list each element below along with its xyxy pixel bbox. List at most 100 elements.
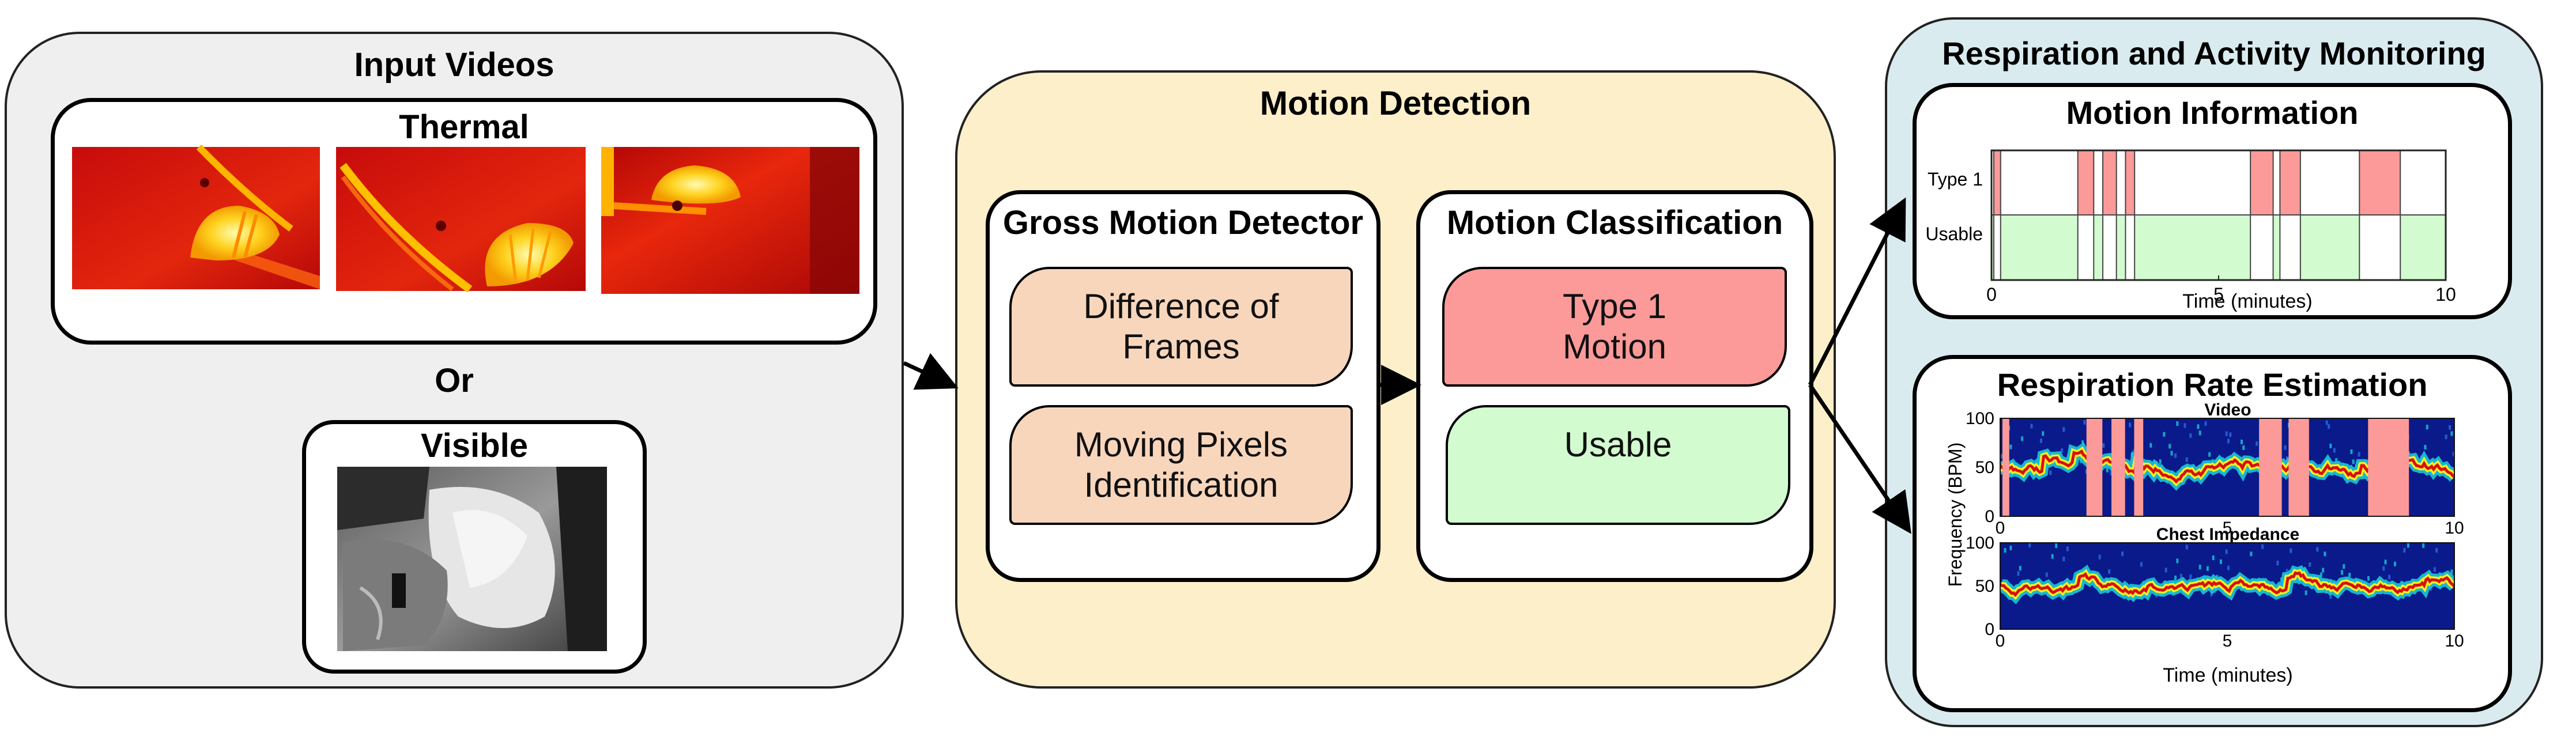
spectrogram-noise	[2309, 562, 2311, 567]
type1-overlay	[2259, 418, 2282, 516]
type1-overlay	[2002, 418, 2009, 516]
type1-overlay	[2288, 418, 2309, 516]
arrow-to-respiration-rate	[1808, 384, 1911, 534]
spectrogram-noise	[2189, 433, 2192, 438]
motion-info-label-usable: Usable	[1925, 224, 1983, 244]
input-videos-title: Input Videos	[354, 46, 555, 84]
type1-overlay	[2134, 418, 2144, 516]
spectrogram-noise	[2062, 427, 2065, 432]
spectrogram-noise	[2219, 559, 2222, 564]
gross-motion-box: Gross Motion Detector Difference of Fram…	[986, 190, 1381, 582]
motion-info-label-type1: Type 1	[1928, 169, 1983, 190]
spectrogram-noise	[2333, 448, 2336, 453]
spectrogram-noise	[2284, 445, 2287, 450]
type1-segment	[2359, 150, 2401, 216]
chest-xtick-label: 0	[1996, 632, 2005, 651]
spectrogram-noise	[2108, 569, 2111, 574]
motion-info-axes-frame	[1990, 149, 2447, 281]
spectrogram-noise	[2132, 449, 2135, 454]
video-ytick-label: 100	[1966, 409, 1994, 428]
spectrogram-noise	[2106, 467, 2109, 472]
motion-detection-title: Motion Detection	[1259, 85, 1532, 122]
spectrogram-noise	[2384, 560, 2387, 565]
spectrogram-noise	[2081, 440, 2084, 445]
spectrogram-noise	[2168, 444, 2171, 449]
spectrogram-noise	[2319, 572, 2322, 577]
rr-xlabel: Time (minutes)	[2163, 664, 2292, 686]
spectrogram-noise	[2039, 438, 2042, 443]
motion-information-box: Motion Information Type 1 Usable Time (m…	[1913, 83, 2512, 319]
spectrogram-noise	[2242, 445, 2245, 450]
motion-detection-panel: Motion Detection Gross Motion Detector D…	[955, 70, 1836, 689]
spectrogram-noise	[2426, 425, 2428, 430]
spectrogram-noise	[2403, 547, 2406, 553]
spectrogram-noise	[2028, 543, 2031, 548]
type1-motion-class: Type 1 Motion	[1442, 267, 1787, 387]
spectrogram-noise	[2305, 590, 2307, 595]
thermal-title: Thermal	[399, 108, 529, 146]
spectrogram-noise	[2009, 444, 2012, 449]
motion-information-title: Motion Information	[2066, 94, 2359, 131]
spectrogram-noise	[2174, 453, 2177, 458]
spectrogram-noise	[2325, 420, 2328, 425]
respiration-ridge	[2000, 571, 2454, 598]
spectrogram-noise	[2083, 419, 2086, 425]
spectrogram-noise	[2352, 459, 2355, 464]
chest-ytick-label: 100	[1966, 534, 1994, 553]
type1-segment	[2250, 150, 2274, 216]
spectrogram-noise	[2393, 561, 2396, 566]
thermal-frame-1	[72, 144, 320, 289]
spectrogram-noise	[2316, 547, 2319, 552]
motion-info-xlabel: Time (minutes)	[2182, 290, 2312, 312]
spectrogram-noise	[2185, 545, 2188, 550]
chest-xtick-label: 5	[2223, 632, 2232, 651]
spectrogram-noise	[2102, 443, 2105, 448]
spectrogram-noise	[2358, 452, 2360, 457]
video-xtick-label: 0	[1996, 519, 2005, 538]
usable-segment	[2400, 214, 2447, 281]
thermal-box: Thermal	[51, 98, 877, 345]
spectrogram-noise	[2225, 549, 2228, 554]
spectrogram-noise	[2009, 545, 2012, 550]
respiration-rate-title: Respiration Rate Estimation	[1997, 366, 2428, 403]
spectrogram-noise	[2322, 568, 2325, 573]
spectrogram-noise	[2149, 443, 2152, 448]
monitoring-title: Respiration and Activity Monitoring	[1942, 35, 2486, 71]
video-ytick-label: 0	[1985, 507, 1994, 526]
spectrogram-noise	[2121, 551, 2124, 557]
spectrogram-noise	[2000, 453, 2002, 459]
type1-motion-label: Type 1 Motion	[1562, 287, 1667, 366]
monitoring-panel: Respiration and Activity Monitoring Moti…	[1885, 17, 2543, 727]
spectrogram-noise	[2324, 551, 2326, 557]
usable-segment	[2000, 214, 2079, 281]
moving-pixels-step: Moving Pixels Identification	[1009, 405, 1353, 525]
chest-subplot-title: Chest Impedance	[2156, 525, 2299, 544]
spectrogram-noise	[2198, 430, 2201, 436]
spectrogram-noise	[2229, 432, 2232, 437]
spectrogram-noise	[2208, 452, 2211, 457]
usable-class: Usable	[1446, 405, 1790, 525]
spectrogram-noise	[2049, 470, 2052, 475]
spectrogram-noise	[2388, 574, 2391, 580]
spectrogram-noise	[2261, 544, 2264, 549]
spectrogram-noise	[2225, 431, 2228, 436]
video-xtick-label: 5	[2223, 519, 2232, 538]
motion-classification-box: Motion Classification Type 1 Motion Usab…	[1416, 190, 1813, 582]
spectrogram-noise	[2159, 459, 2162, 464]
spectrogram-noise	[2227, 439, 2230, 444]
video-xtick-label: 10	[2445, 519, 2464, 538]
thermal-frame-3	[601, 147, 859, 294]
spectrogram-noise	[2110, 470, 2113, 475]
spectrogram-noise	[2348, 573, 2351, 578]
type1-overlay	[2086, 418, 2103, 516]
usable-segment	[2299, 214, 2360, 281]
spectrogram-noise	[2227, 565, 2230, 570]
motion-info-xtick-label: 10	[2435, 284, 2456, 305]
spectrogram-noise	[2051, 554, 2054, 559]
spectrogram-noise	[2450, 569, 2453, 574]
spectrogram-noise	[2382, 566, 2385, 571]
arrow-to-motion-information	[1808, 197, 1906, 386]
spectrogram-noise	[2019, 566, 2021, 571]
thermal-frames	[72, 144, 859, 294]
